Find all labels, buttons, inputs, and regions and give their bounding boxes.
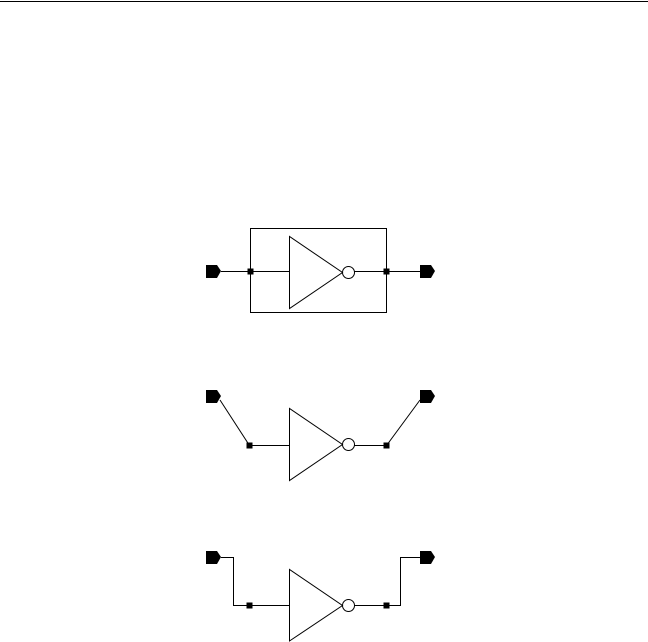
input-pin-icon xyxy=(246,442,253,449)
output-wire xyxy=(354,557,420,606)
not-gate-icon xyxy=(289,568,344,642)
inversion-bubble-icon xyxy=(342,266,355,279)
output-pin-icon xyxy=(383,268,390,275)
input-port-icon xyxy=(206,390,221,403)
output-pin-icon xyxy=(383,442,390,449)
diagram-orthogonal xyxy=(206,551,435,642)
diagram-diagonal xyxy=(206,390,435,482)
inversion-bubble-icon xyxy=(342,599,355,612)
input-port-icon xyxy=(206,551,221,564)
not-gate-icon xyxy=(289,407,344,482)
output-port-icon xyxy=(420,551,435,564)
input-pin-icon xyxy=(247,268,254,275)
input-wire xyxy=(219,399,289,446)
diagram-boxed xyxy=(206,228,435,313)
input-pin-icon xyxy=(246,602,253,609)
bounding-box xyxy=(250,228,387,313)
input-port-icon xyxy=(206,265,221,278)
input-wire xyxy=(221,557,289,606)
output-wire xyxy=(354,399,421,446)
output-pin-icon xyxy=(383,602,390,609)
not-gate-icon xyxy=(289,235,344,310)
output-port-icon xyxy=(420,265,435,278)
output-port-icon xyxy=(420,390,435,403)
inversion-bubble-icon xyxy=(342,438,355,451)
